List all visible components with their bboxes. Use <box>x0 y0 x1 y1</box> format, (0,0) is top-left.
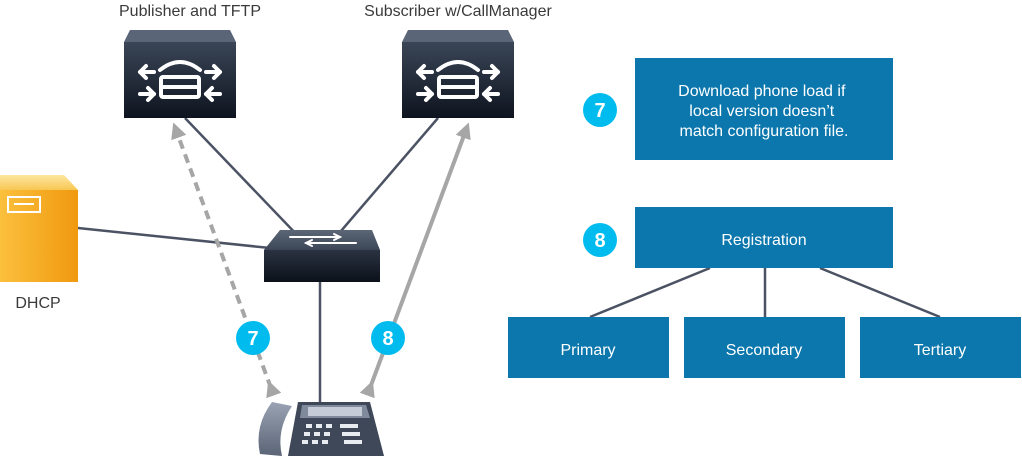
tertiary-box <box>860 317 1021 378</box>
ip-phone <box>258 402 384 456</box>
step-7-number: 7 <box>247 328 258 350</box>
download-phone-load-box <box>635 58 893 160</box>
step-7-badge-left: 7 <box>236 321 270 355</box>
registration-box <box>635 207 893 268</box>
secondary-label: Secondary <box>726 342 803 359</box>
network-switch-icon <box>264 230 380 282</box>
primary-label: Primary <box>560 342 615 359</box>
secondary-box <box>684 317 845 378</box>
subscriber-server <box>402 30 514 118</box>
step-8-number: 8 <box>382 328 393 350</box>
network-switch <box>264 230 380 282</box>
registration-tree-lines <box>589 266 941 319</box>
download-text: Download phone load if local version doe… <box>678 83 850 140</box>
publisher-server <box>124 30 236 118</box>
dhcp-server-icon <box>0 175 78 282</box>
primary-box <box>508 317 669 378</box>
registration-label: Registration <box>721 232 806 249</box>
link-dhcp-switch <box>77 226 271 250</box>
tertiary-label: Tertiary <box>914 342 966 359</box>
dhcp-label: DHCP <box>15 295 60 312</box>
link-subscriber-switch <box>334 117 439 239</box>
subscriber-label: Subscriber w/CallManager <box>364 3 552 20</box>
download-text-line-1: Download phone load if <box>678 83 846 100</box>
dhcp-server <box>0 175 78 282</box>
step-7-number: 7 <box>594 100 605 122</box>
step-8-badge-right: 8 <box>583 223 617 257</box>
download-text-line-2: local version doesn’t <box>689 103 835 120</box>
connection-lines <box>77 117 439 402</box>
step-8-badge-left: 8 <box>371 321 405 355</box>
step-7-badge-right: 7 <box>583 93 617 127</box>
call-manager-server-icon <box>138 60 222 102</box>
download-text-line-3: match configuration file. <box>680 123 849 140</box>
publisher-label: Publisher and TFTP <box>119 3 261 20</box>
step-8-number: 8 <box>594 230 605 252</box>
call-manager-server-icon <box>416 60 500 102</box>
link-publisher-switch <box>184 117 301 239</box>
ip-phone-icon <box>258 402 384 456</box>
